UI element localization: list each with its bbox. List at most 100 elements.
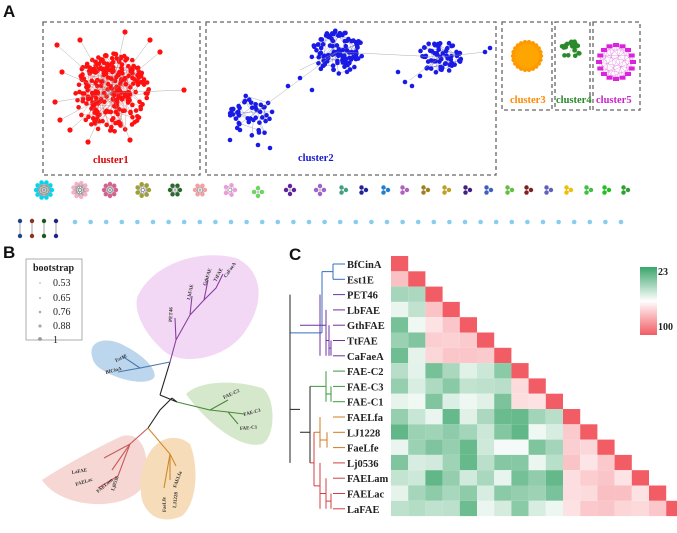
network-node xyxy=(359,190,364,195)
network-node xyxy=(518,66,524,71)
network-node xyxy=(510,53,516,59)
small-networks xyxy=(17,180,631,239)
network-node xyxy=(146,87,152,92)
heatmap-cell xyxy=(580,454,598,471)
network-node xyxy=(81,76,87,82)
network-node xyxy=(257,120,262,125)
network-node xyxy=(381,190,386,195)
network-node xyxy=(135,185,140,190)
heatmap-cell xyxy=(442,500,460,517)
heatmap-cell xyxy=(442,378,460,394)
network-node xyxy=(123,81,129,87)
network-node xyxy=(101,60,107,66)
network-node xyxy=(236,103,241,109)
leaf-label-b: PET46 xyxy=(169,307,175,322)
network-node xyxy=(409,83,415,89)
network-node xyxy=(95,126,101,132)
network-node xyxy=(137,99,142,105)
network-node xyxy=(267,116,272,122)
network-node xyxy=(505,190,510,195)
network-node xyxy=(81,91,87,96)
network-node xyxy=(343,43,349,49)
heatmap-row-label: LaFAE xyxy=(347,505,379,516)
network-node xyxy=(478,219,483,225)
network-node xyxy=(533,43,539,48)
network-node xyxy=(449,53,454,59)
network-node xyxy=(433,69,439,75)
panel-c-letter: C xyxy=(289,245,301,264)
network-node xyxy=(275,219,281,225)
network-node xyxy=(316,60,321,66)
heatmap-cell xyxy=(563,454,581,471)
network-node xyxy=(285,83,291,89)
network-node xyxy=(181,87,187,93)
network-node xyxy=(484,185,489,190)
panel-b-letter: B xyxy=(3,243,15,262)
leaf-label-b: LJ1228 xyxy=(173,491,180,508)
network-node xyxy=(113,187,119,193)
network-node xyxy=(487,45,493,51)
network-node xyxy=(421,45,427,50)
network-node xyxy=(618,219,624,225)
network-node xyxy=(257,109,263,115)
network-node xyxy=(138,79,144,85)
heatmap-cell xyxy=(459,439,477,455)
network-node xyxy=(107,181,113,187)
network-node xyxy=(628,53,635,58)
network-node xyxy=(536,46,541,51)
heatmap-cell xyxy=(425,409,443,425)
network-node xyxy=(84,187,90,193)
network-graph xyxy=(52,28,636,151)
heatmap-cell xyxy=(545,485,563,501)
heatmap-row-label: FAELfa xyxy=(347,413,384,424)
heatmap-cell xyxy=(477,363,495,379)
network-node xyxy=(259,219,265,225)
network-node xyxy=(223,190,229,196)
network-node xyxy=(402,79,408,85)
heatmap-cell xyxy=(477,454,495,471)
network-node xyxy=(89,78,95,84)
heatmap-cell xyxy=(477,409,495,425)
heatmap-cell xyxy=(425,470,443,486)
network-node xyxy=(48,192,53,197)
heatmap-cell xyxy=(408,378,426,394)
heatmap-row-label: LJ1228 xyxy=(347,428,380,439)
network-node xyxy=(79,180,84,186)
network-node xyxy=(462,219,468,225)
network-node xyxy=(355,56,361,61)
network-node xyxy=(625,47,632,52)
network-node xyxy=(67,127,73,133)
network-node xyxy=(606,187,612,193)
heatmap-cell xyxy=(494,409,512,425)
heatmap-row-label: FAELam xyxy=(347,474,388,485)
network-node xyxy=(105,75,111,80)
network-node xyxy=(363,187,369,193)
heatmap-cell xyxy=(459,378,477,394)
network-node xyxy=(340,47,346,53)
heatmap-cell xyxy=(563,439,581,455)
network-node xyxy=(86,114,91,120)
network-node xyxy=(463,190,468,195)
network-node xyxy=(306,219,312,225)
network-node xyxy=(330,63,336,68)
network-node xyxy=(556,219,561,225)
network-node xyxy=(41,233,47,239)
network-node xyxy=(73,91,78,96)
network-node xyxy=(342,53,347,59)
heatmap-cell xyxy=(477,485,495,501)
network-node xyxy=(138,72,143,78)
network-node xyxy=(75,97,80,103)
heatmap-cell xyxy=(442,454,460,471)
network-node xyxy=(515,43,521,48)
heatmap-cell xyxy=(425,347,443,364)
heatmap-cell xyxy=(511,439,529,455)
heatmap-cell xyxy=(408,317,426,333)
heatmap-cell xyxy=(494,439,512,455)
network-node xyxy=(355,45,360,50)
heatmap-cell xyxy=(494,470,512,486)
network-node xyxy=(442,190,447,195)
network-node xyxy=(526,39,532,45)
network-node xyxy=(259,115,265,120)
network-node xyxy=(437,41,443,46)
network-node xyxy=(533,64,539,69)
